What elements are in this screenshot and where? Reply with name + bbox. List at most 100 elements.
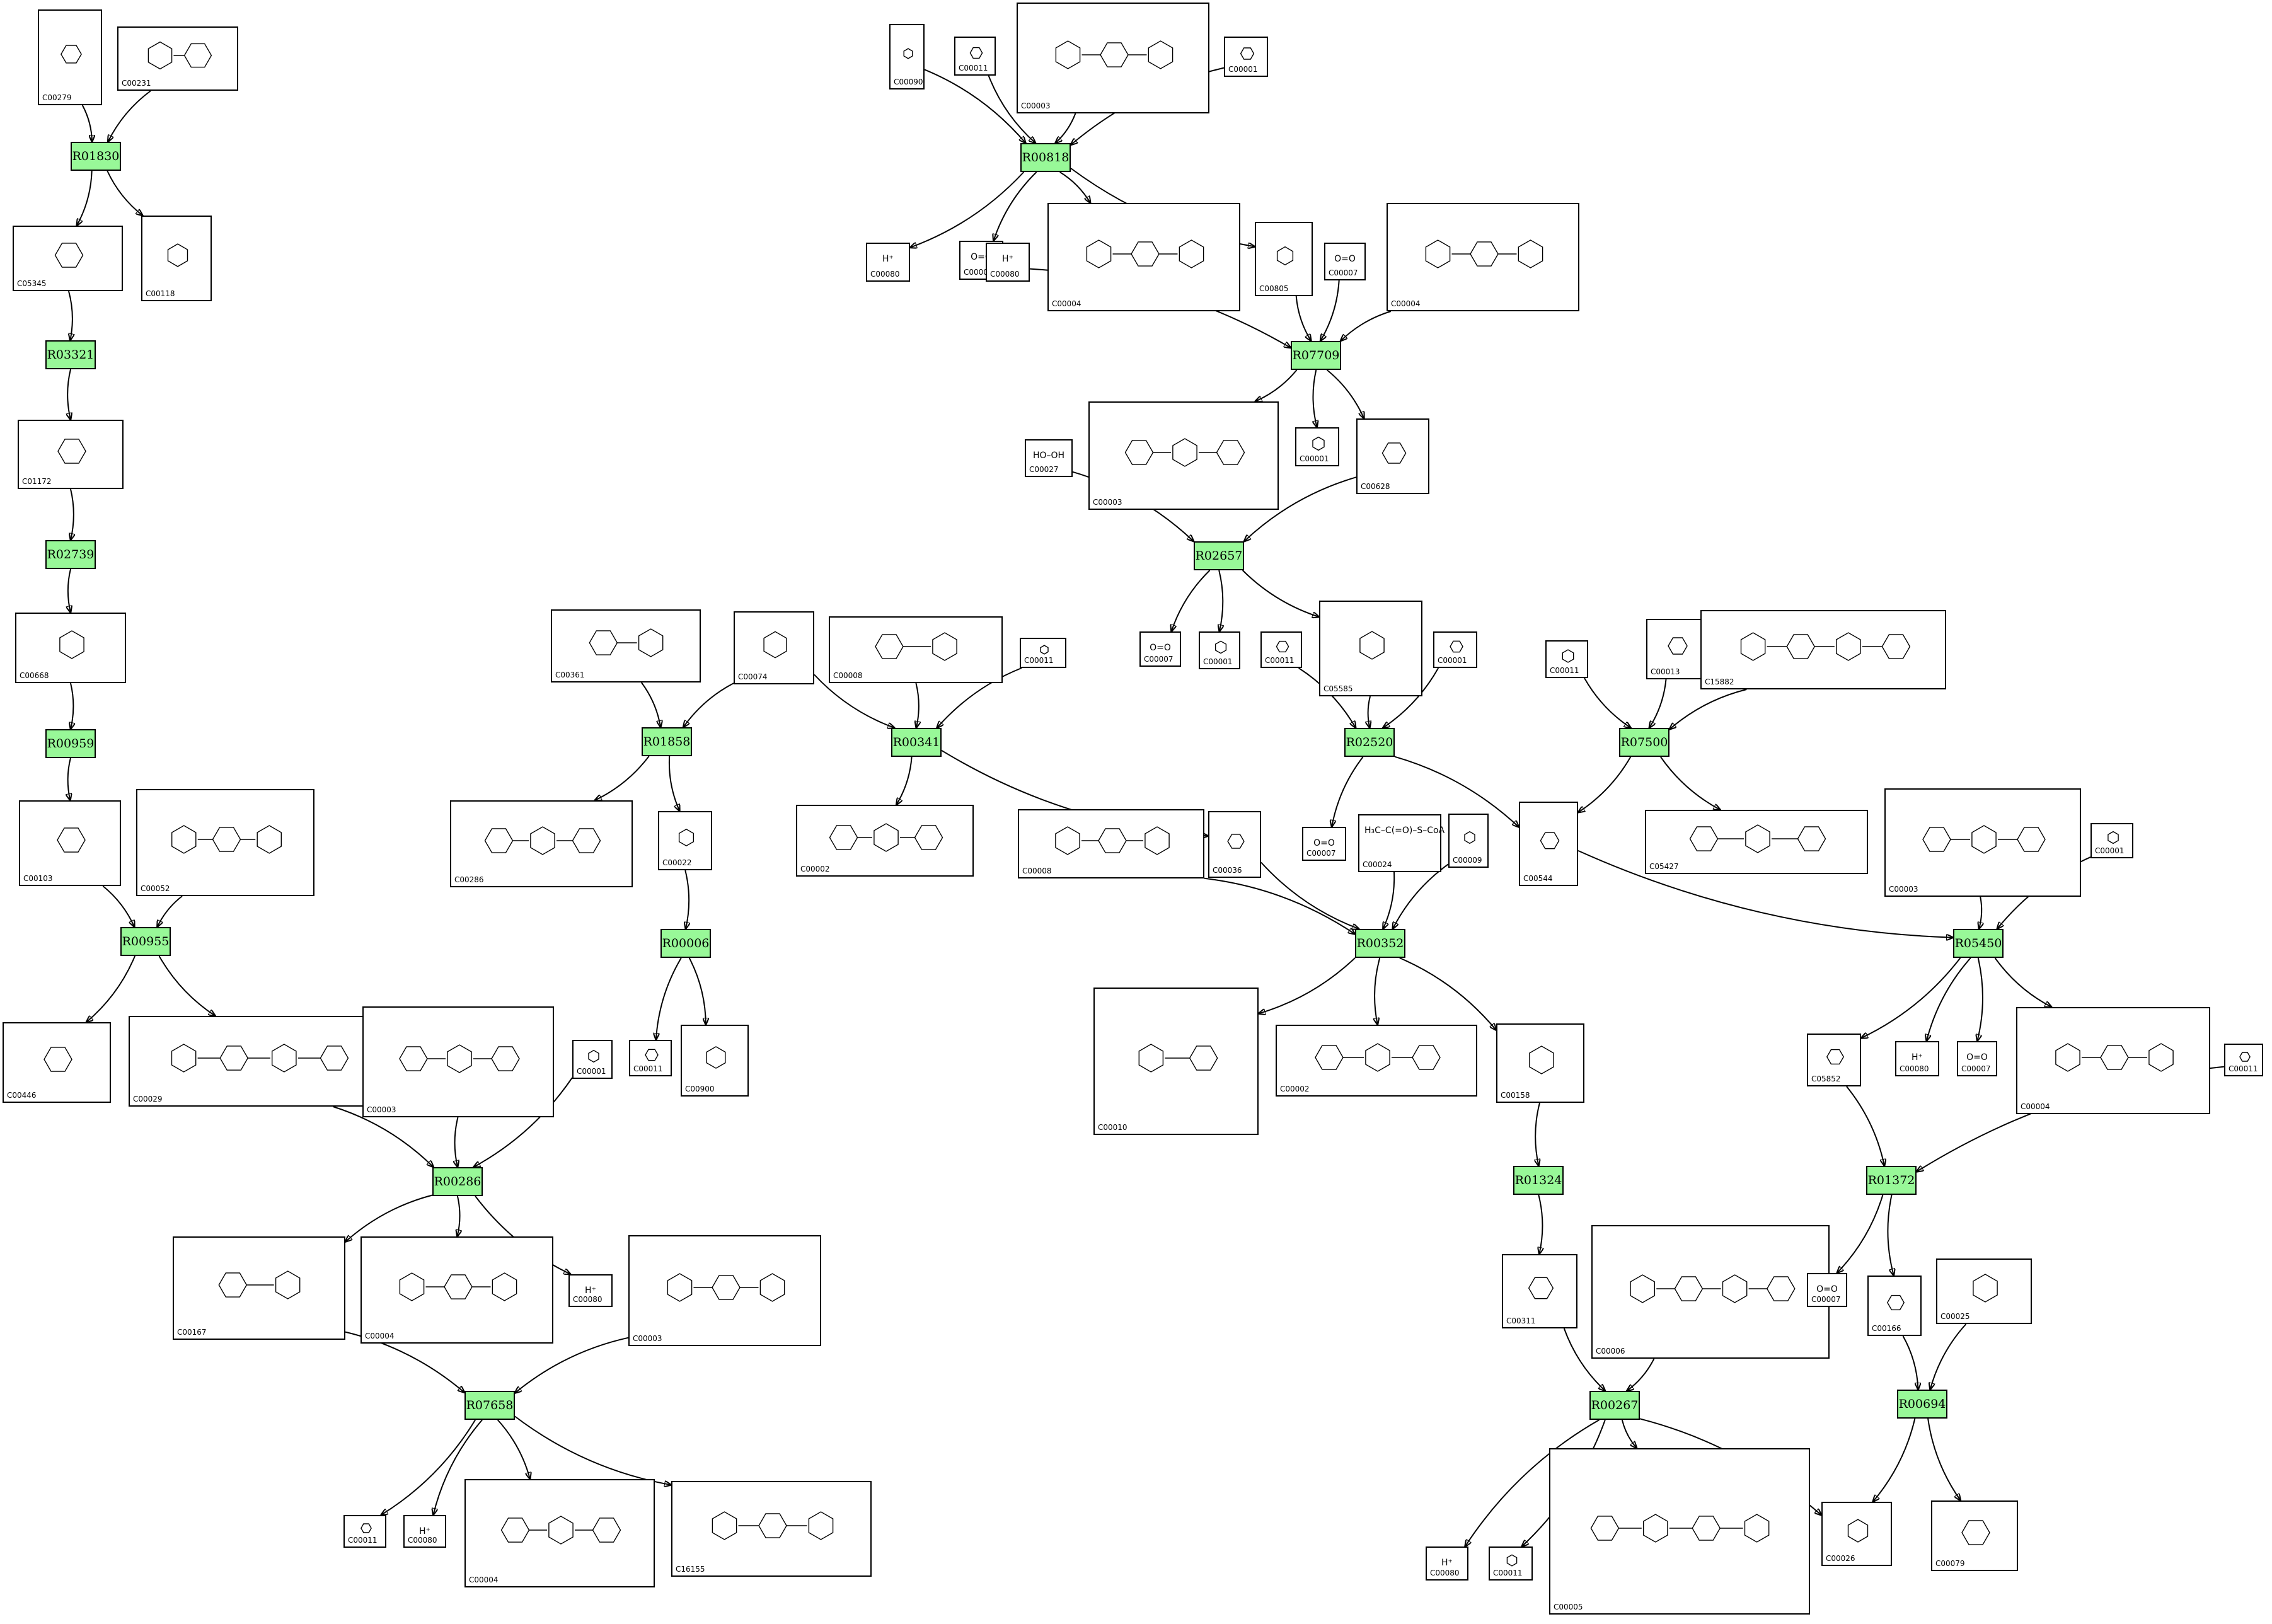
compound-c00004[interactable]: C00004 [464, 1479, 655, 1587]
compound-c00090[interactable]: C00090 [889, 24, 925, 89]
compound-c00025[interactable]: C00025 [1936, 1258, 2032, 1324]
reaction-r00694[interactable]: R00694 [1897, 1390, 1947, 1419]
compound-c00006[interactable]: C00006 [1591, 1225, 1830, 1359]
compound-c16155[interactable]: C16155 [671, 1481, 872, 1577]
compound-c00008[interactable]: C00008 [1018, 809, 1204, 878]
compound-c00005[interactable]: C00005 [1549, 1448, 1810, 1615]
reaction-r07709[interactable]: R07709 [1291, 341, 1341, 370]
compound-c00013[interactable]: C00013 [1646, 619, 1707, 679]
compound-c00001[interactable]: C00001 [1199, 631, 1240, 669]
reaction-r00286[interactable]: R00286 [432, 1167, 483, 1196]
compound-c00008[interactable]: C00008 [829, 616, 1003, 683]
compound-c00003[interactable]: C00003 [1017, 3, 1209, 113]
compound-c00009[interactable]: C00009 [1448, 814, 1489, 868]
reaction-r01858[interactable]: R01858 [642, 727, 692, 756]
reaction-r03321[interactable]: R03321 [45, 340, 96, 369]
compound-c01172[interactable]: C01172 [18, 420, 124, 489]
compound-c00002[interactable]: C00002 [1276, 1025, 1477, 1097]
compound-c00668[interactable]: C00668 [15, 613, 126, 683]
compound-c00011[interactable]: C00011 [1020, 638, 1066, 668]
compound-c00446[interactable]: C00446 [3, 1022, 111, 1103]
compound-c00011[interactable]: C00011 [629, 1040, 672, 1076]
compound-c00011[interactable]: C00011 [2224, 1044, 2263, 1076]
reaction-r02739[interactable]: R02739 [45, 540, 96, 569]
compound-c00026[interactable]: C00026 [1821, 1502, 1892, 1566]
compound-c00279[interactable]: C00279 [38, 9, 102, 105]
compound-c00080[interactable]: H⁺C00080 [568, 1274, 613, 1307]
reaction-r07658[interactable]: R07658 [464, 1391, 515, 1420]
reaction-r01324[interactable]: R01324 [1513, 1166, 1564, 1195]
compound-c00011[interactable]: C00011 [954, 37, 996, 76]
compound-c00103[interactable]: C00103 [19, 800, 121, 886]
reaction-r00955[interactable]: R00955 [120, 927, 171, 956]
reaction-r07500[interactable]: R07500 [1619, 728, 1669, 757]
compound-c00004[interactable]: C00004 [1387, 203, 1579, 311]
compound-c00286[interactable]: C00286 [450, 800, 633, 887]
compound-c05427[interactable]: C05427 [1645, 810, 1868, 874]
compound-c00001[interactable]: C00001 [1433, 631, 1477, 668]
compound-c05852[interactable]: C05852 [1807, 1034, 1861, 1086]
compound-c00011[interactable]: C00011 [1545, 640, 1588, 678]
compound-c00001[interactable]: C00001 [572, 1040, 613, 1079]
reaction-r00006[interactable]: R00006 [660, 929, 711, 958]
compound-c00079[interactable]: C00079 [1931, 1500, 2018, 1571]
compound-c00166[interactable]: C00166 [1867, 1276, 1922, 1336]
compound-c00231[interactable]: C00231 [117, 26, 238, 91]
compound-c00011[interactable]: C00011 [1489, 1546, 1533, 1581]
compound-c00002[interactable]: C00002 [796, 805, 974, 877]
compound-c00167[interactable]: C00167 [173, 1236, 345, 1340]
compound-c00003[interactable]: C00003 [362, 1006, 554, 1117]
reaction-r00818[interactable]: R00818 [1020, 143, 1071, 172]
compound-c05585[interactable]: C05585 [1319, 601, 1422, 696]
compound-c00361[interactable]: C00361 [551, 609, 701, 682]
compound-c00080[interactable]: H⁺C00080 [866, 243, 910, 282]
compound-c00001[interactable]: C00001 [1224, 37, 1268, 77]
reaction-r00341[interactable]: R00341 [891, 728, 942, 757]
compound-c00004[interactable]: C00004 [360, 1236, 553, 1344]
compound-c00029[interactable]: C00029 [129, 1016, 387, 1107]
reaction-r01830[interactable]: R01830 [71, 142, 121, 171]
compound-c00001[interactable]: C00001 [1295, 427, 1339, 466]
compound-c05345[interactable]: C05345 [13, 226, 123, 291]
compound-c00080[interactable]: H⁺C00080 [986, 243, 1030, 282]
compound-structure [1052, 208, 1235, 297]
compound-c00900[interactable]: C00900 [681, 1025, 749, 1097]
compound-c00544[interactable]: C00544 [1519, 802, 1578, 886]
compound-c15882[interactable]: C15882 [1700, 610, 1946, 689]
compound-c00022[interactable]: C00022 [658, 811, 712, 870]
compound-c00011[interactable]: C00011 [343, 1515, 386, 1548]
compound-c00003[interactable]: C00003 [1884, 788, 2081, 897]
compound-c00011[interactable]: C00011 [1260, 631, 1302, 668]
reaction-r01372[interactable]: R01372 [1866, 1166, 1917, 1195]
compound-c00010[interactable]: C00010 [1093, 988, 1259, 1135]
compound-c00080[interactable]: H⁺C00080 [403, 1515, 446, 1548]
compound-c00036[interactable]: C00036 [1208, 811, 1261, 878]
reaction-r00352[interactable]: R00352 [1355, 929, 1405, 958]
compound-c00001[interactable]: C00001 [2090, 823, 2133, 858]
compound-c00004[interactable]: C00004 [1047, 203, 1240, 311]
reaction-r00267[interactable]: R00267 [1589, 1391, 1640, 1420]
reaction-r05450[interactable]: R05450 [1953, 929, 2004, 958]
compound-c00052[interactable]: C00052 [136, 789, 314, 896]
compound-c00805[interactable]: C00805 [1255, 222, 1313, 296]
compound-c00003[interactable]: C00003 [1088, 401, 1279, 510]
reaction-r00959[interactable]: R00959 [45, 729, 96, 758]
reaction-r02520[interactable]: R02520 [1344, 728, 1395, 757]
reaction-r02657[interactable]: R02657 [1194, 541, 1244, 570]
compound-c00003[interactable]: C00003 [628, 1235, 821, 1346]
compound-c00628[interactable]: C00628 [1356, 418, 1429, 494]
compound-c00080[interactable]: H⁺C00080 [1426, 1546, 1468, 1581]
compound-c00004[interactable]: C00004 [2016, 1007, 2210, 1114]
compound-c00118[interactable]: C00118 [141, 216, 212, 301]
compound-c00080[interactable]: H⁺C00080 [1895, 1041, 1939, 1076]
compound-c00158[interactable]: C00158 [1496, 1023, 1584, 1103]
compound-c00074[interactable]: C00074 [734, 611, 814, 684]
compound-c00311[interactable]: C00311 [1502, 1254, 1577, 1328]
